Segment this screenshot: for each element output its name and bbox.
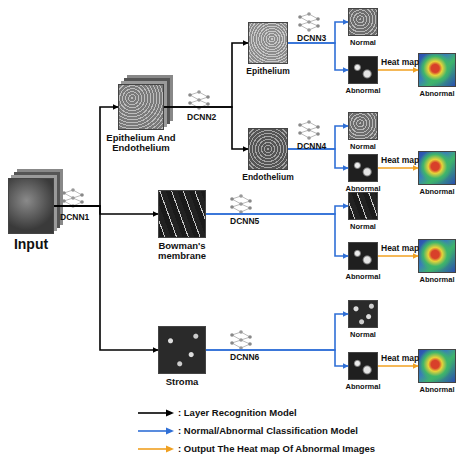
- flow-arrow: [206, 350, 348, 366]
- node-label: Stroma: [152, 377, 212, 387]
- image-node: Epithelium And Endothelium: [118, 84, 164, 130]
- flow-arrow: [206, 314, 348, 350]
- flow-arrow: [164, 107, 248, 149]
- image-node: Abnormal: [348, 242, 378, 270]
- node-label: Input: [1, 237, 61, 252]
- node-label: Abnormal: [338, 273, 388, 281]
- edge-label: DCNN4: [297, 141, 326, 151]
- image-node: Bowman's membrane: [158, 190, 206, 238]
- flow-arrow: [54, 107, 118, 206]
- image-node: Abnormal: [418, 151, 456, 185]
- image-node: Input: [8, 178, 54, 234]
- flow-arrow: [54, 206, 158, 350]
- flow-arrow: [378, 69, 418, 71]
- legend-arrowhead: [166, 410, 174, 417]
- edge-label: Heat map: [381, 353, 419, 363]
- edge-label: DCNN6: [230, 352, 259, 362]
- image-node: Normal: [348, 300, 378, 328]
- node-label: Epithelium And Endothelium: [96, 133, 186, 154]
- edge-label: DCNN1: [60, 212, 89, 222]
- image-node: Stroma: [158, 326, 206, 374]
- image-node: Abnormal: [418, 349, 456, 383]
- flow-arrow: [288, 43, 348, 70]
- node-label: Abnormal: [412, 90, 462, 98]
- edge-label: Heat map: [381, 155, 419, 165]
- legend-text: : Normal/Abnormal Classification Model: [178, 425, 358, 436]
- node-label: Endothelium: [236, 173, 300, 182]
- flow-arrow: [378, 365, 418, 367]
- image-node: Abnormal: [348, 352, 378, 380]
- network-icon: [230, 194, 252, 214]
- flow-arrow: [288, 22, 348, 43]
- legend-arrow: [138, 412, 168, 414]
- image-node: Normal: [348, 112, 378, 140]
- flow-arrow: [378, 255, 418, 257]
- image-node: Normal: [348, 8, 378, 36]
- image-node: Epithelium: [248, 22, 288, 64]
- legend-text: : Output The Heat map Of Abnormal Images: [178, 443, 375, 454]
- edge-label: DCNN3: [297, 33, 326, 43]
- image-node: Abnormal: [348, 56, 378, 84]
- image-node: Normal: [348, 192, 378, 220]
- legend-arrow: [138, 430, 168, 432]
- network-icon: [188, 90, 210, 110]
- network-icon: [62, 188, 84, 208]
- legend-arrowhead: [166, 428, 174, 435]
- node-label: Abnormal: [338, 383, 388, 391]
- legend-arrow: [138, 448, 168, 450]
- node-label: Normal: [338, 39, 388, 47]
- image-node: Endothelium: [248, 128, 288, 170]
- flow-arrow: [206, 214, 348, 256]
- edge-label: Heat map: [381, 243, 419, 253]
- edge-label: Heat map: [381, 57, 419, 67]
- edge-label: DCNN2: [187, 112, 216, 122]
- network-icon: [298, 120, 320, 140]
- flow-arrow: [288, 149, 348, 168]
- node-label: Normal: [338, 331, 388, 339]
- node-label: Epithelium: [238, 67, 298, 76]
- flow-arrow: [164, 43, 248, 107]
- edge-label: DCNN5: [230, 216, 259, 226]
- network-icon: [230, 330, 252, 350]
- node-label: Abnormal: [412, 276, 462, 284]
- image-node: Abnormal: [418, 239, 456, 273]
- image-node: Abnormal: [348, 154, 378, 182]
- node-label: Normal: [338, 223, 388, 231]
- network-icon: [298, 12, 320, 32]
- flow-arrow: [378, 167, 418, 169]
- node-label: Bowman's membrane: [151, 241, 213, 262]
- flow-arrow: [206, 206, 348, 214]
- legend-arrowhead: [166, 446, 174, 453]
- image-node: Abnormal: [418, 53, 456, 87]
- node-label: Normal: [338, 143, 388, 151]
- legend-text: : Layer Recognition Model: [178, 407, 297, 418]
- node-label: Abnormal: [412, 188, 462, 196]
- node-label: Abnormal: [412, 386, 462, 394]
- node-label: Abnormal: [338, 87, 388, 95]
